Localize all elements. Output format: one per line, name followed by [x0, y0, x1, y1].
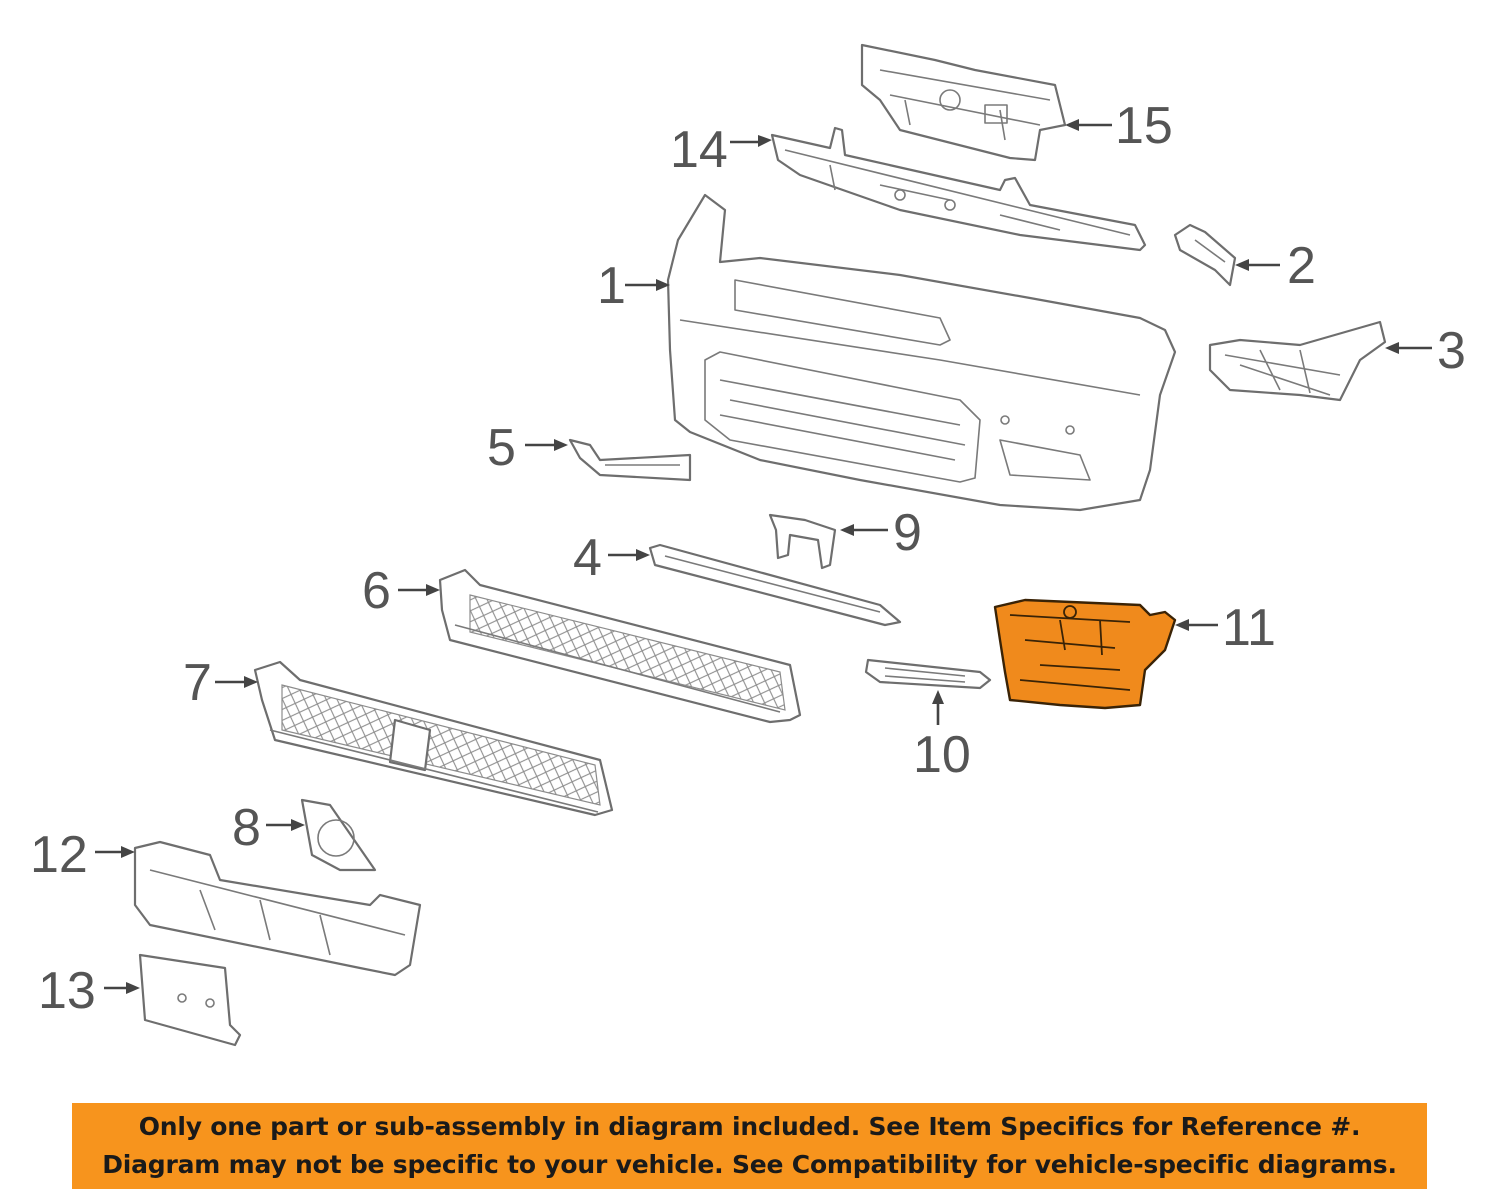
callout-1: 1: [597, 257, 626, 315]
part-9-clip-bracket: [768, 513, 837, 570]
callout-9: 9: [893, 504, 922, 562]
part-5-small-bracket: [568, 438, 692, 482]
part-11-highlighted-bracket: [993, 598, 1177, 710]
callout-3: 3: [1437, 322, 1466, 380]
callout-2: 2: [1287, 237, 1316, 295]
part-1-bumper-fascia: [666, 193, 1177, 512]
callout-8: 8: [232, 799, 261, 857]
part-12-air-deflector: [133, 840, 422, 977]
callout-6: 6: [362, 562, 391, 620]
part-3-side-bracket: [1208, 320, 1387, 402]
disclaimer-line-1: Only one part or sub-assembly in diagram…: [138, 1112, 1361, 1141]
disclaimer-line-2: Diagram may not be specific to your vehi…: [102, 1150, 1397, 1179]
part-10-vent-insert: [864, 658, 992, 690]
disclaimer-banner: Only one part or sub-assembly in diagram…: [72, 1103, 1427, 1189]
part-4-trim-molding: [648, 543, 902, 627]
callout-7: 7: [183, 654, 212, 712]
part-13-plate-bracket: [138, 953, 242, 1047]
callout-15: 15: [1115, 97, 1173, 155]
part-2-bracket: [1173, 223, 1237, 287]
callout-14: 14: [670, 121, 728, 179]
part-6-upper-grille: [438, 568, 802, 724]
part-8-fog-bezel: [300, 798, 377, 872]
callout-10: 10: [913, 726, 971, 784]
callout-leaders: [95, 119, 1432, 994]
part-14-reinforcement-beam: [770, 126, 1147, 252]
part-7-lower-grille: [253, 660, 614, 817]
callout-5: 5: [487, 419, 516, 477]
callout-4: 4: [573, 529, 602, 587]
callout-11: 11: [1222, 599, 1276, 657]
callout-12: 12: [30, 826, 88, 884]
callout-labels: 1 2 3 4 5 6 7 8 9 10 11 12 13 14 15: [30, 97, 1466, 1020]
callout-13: 13: [38, 962, 96, 1020]
part-15-upper-support: [860, 43, 1067, 162]
